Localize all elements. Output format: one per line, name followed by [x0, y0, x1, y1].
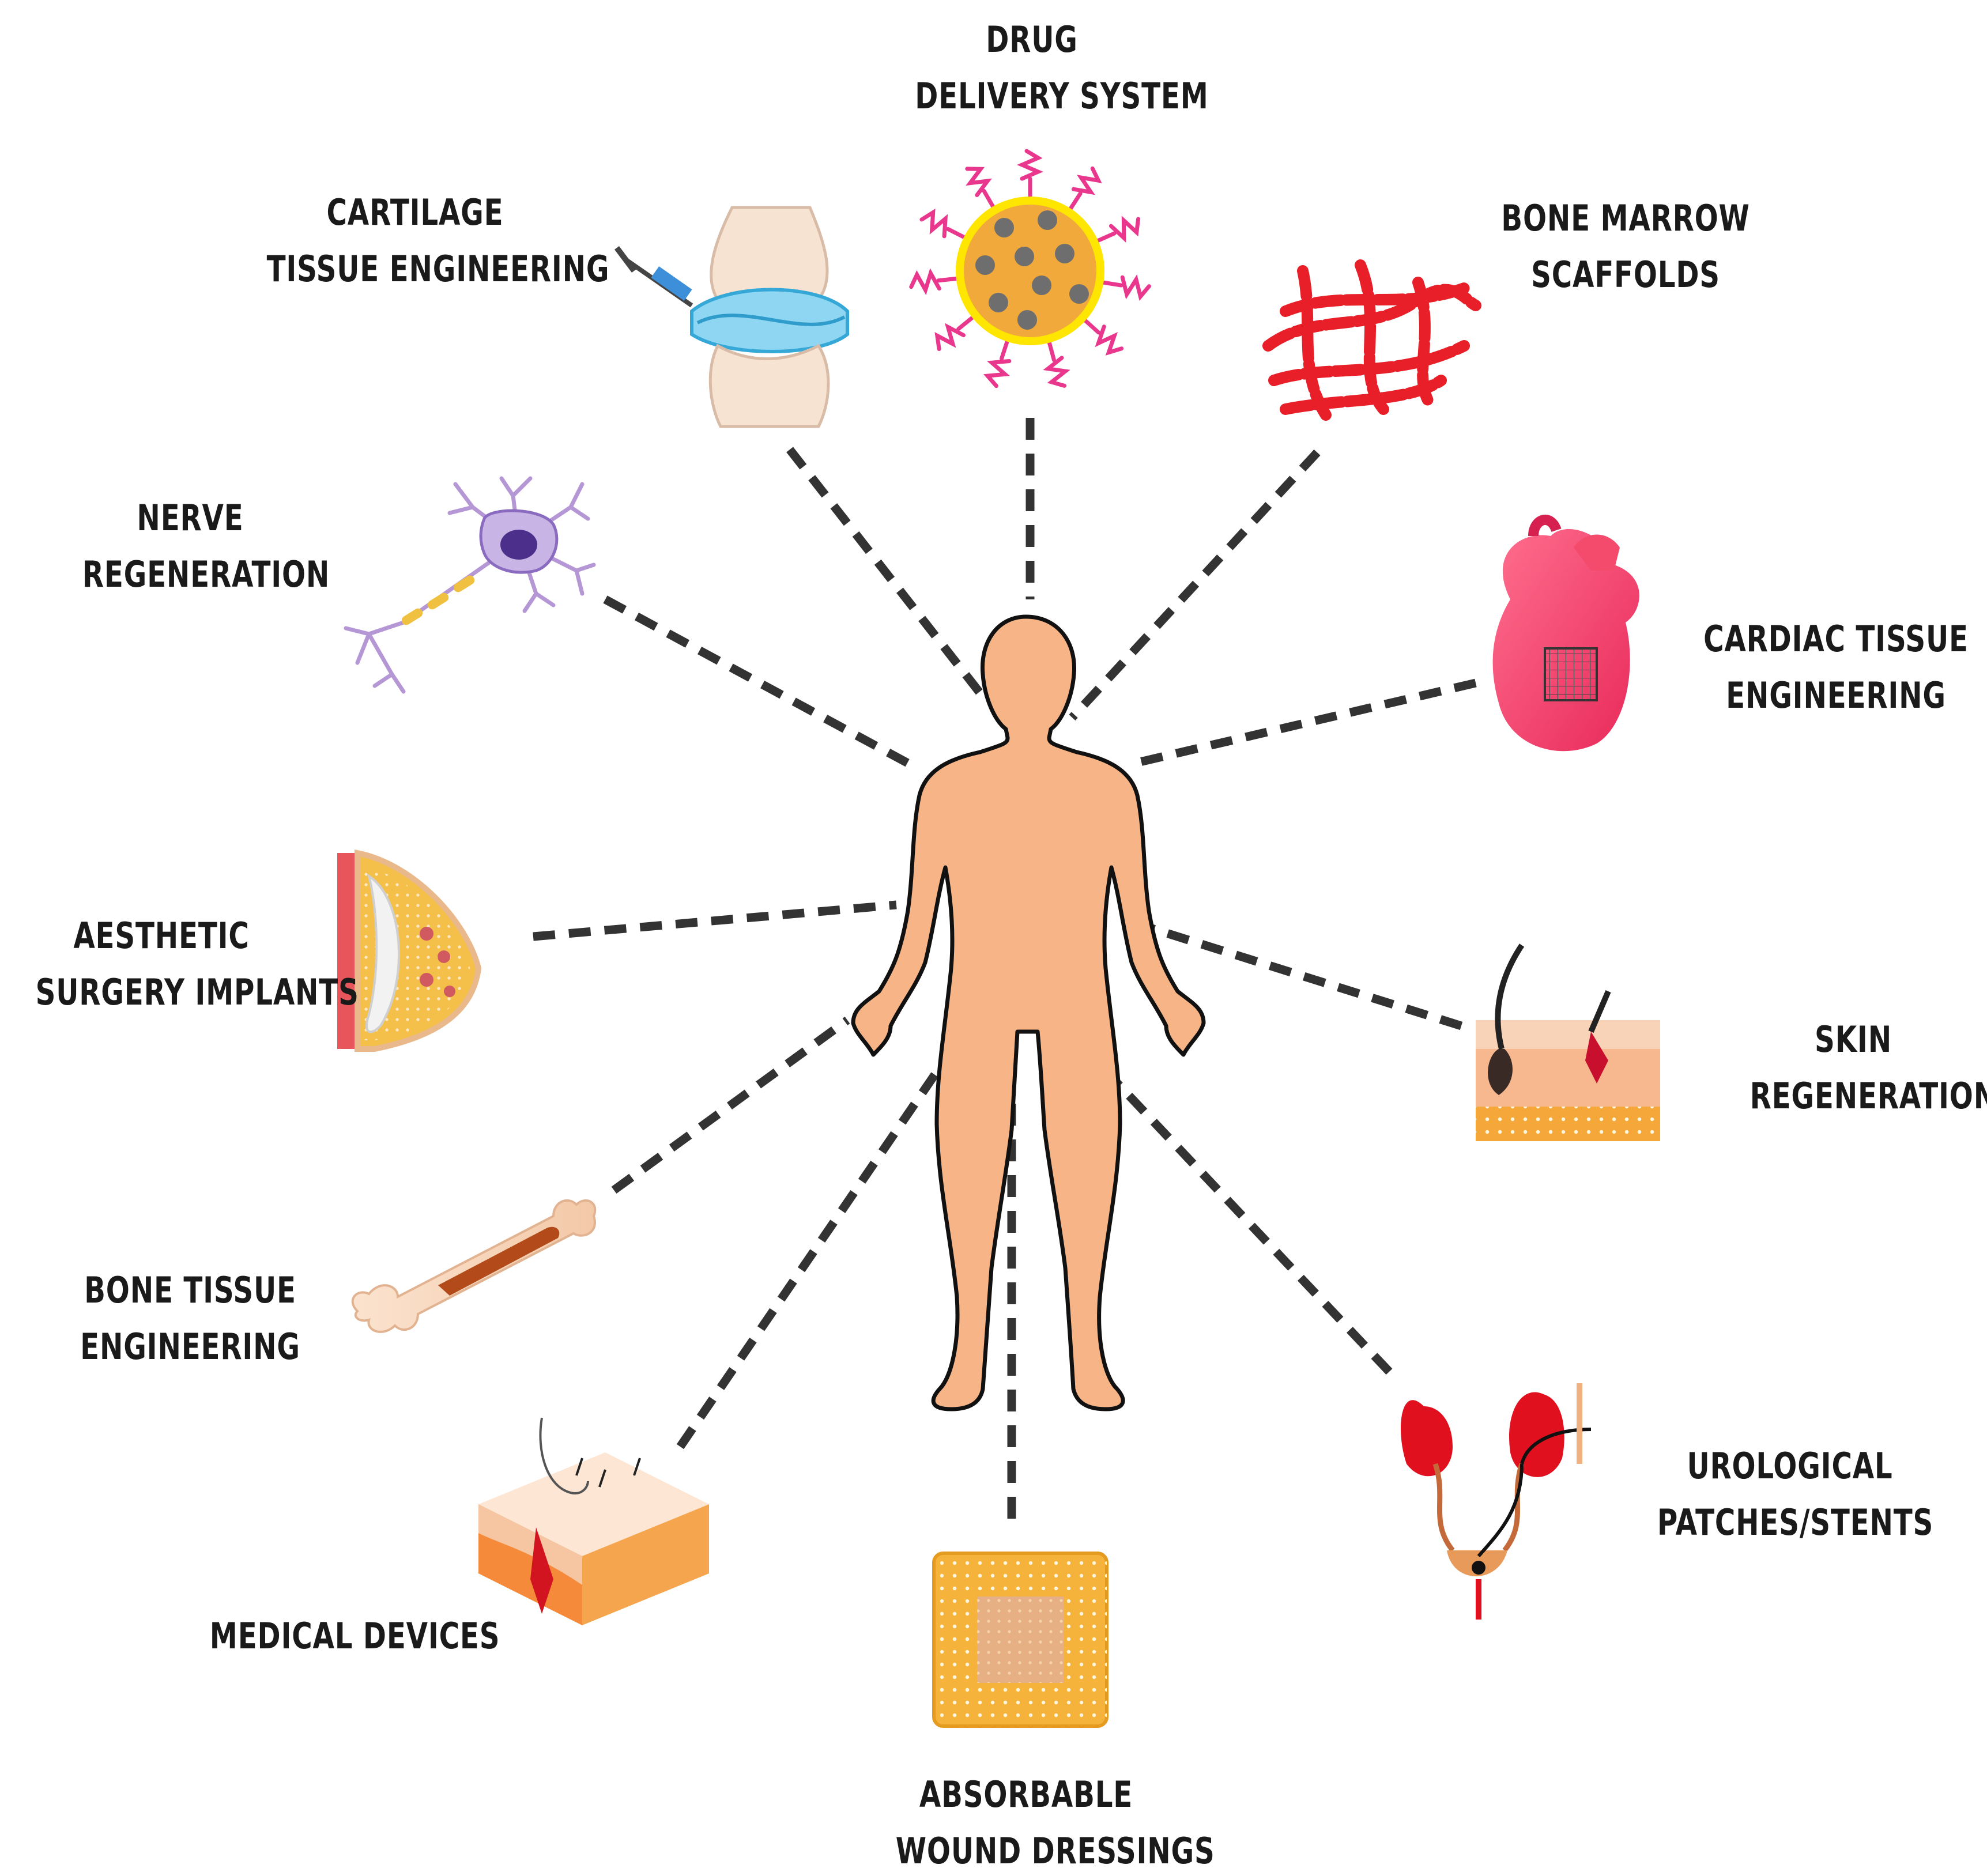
breast-implant-icon [337, 849, 482, 1052]
knee-joint-injection-icon [614, 206, 849, 428]
label-urological-patches-stents: UROLOGICAL PATCHES/STENTS [1657, 1438, 1934, 1551]
sutured-skin-icon [478, 1417, 709, 1625]
connector-medical-devices [676, 1060, 947, 1450]
label-bone-marrow-scaffolds: BONE MARROW SCAFFOLDS [1500, 190, 1752, 303]
heart-patch-icon [1492, 514, 1639, 752]
neuron-icon [344, 476, 596, 694]
drug-nanoparticle-icon [910, 149, 1150, 389]
label-line: SKIN [1815, 1018, 1892, 1060]
label-line: BONE MARROW [1501, 197, 1750, 239]
label-line: TISSUE ENGINEERING [266, 248, 610, 290]
label-line: CARDIAC TISSUE [1703, 618, 1969, 660]
label-drug-delivery-system: DRUG DELIVERY SYSTEM [915, 12, 1209, 124]
label-line: ENGINEERING [1726, 674, 1946, 716]
label-line: AESTHETIC [73, 915, 250, 957]
label-medical-devices: MEDICAL DEVICES [209, 1608, 500, 1664]
label-line: ABSORBABLE [919, 1773, 1133, 1815]
label-line: DRUG [986, 18, 1078, 61]
label-line: WOUND DRESSINGS [895, 1830, 1215, 1872]
connector-cardiac [1132, 678, 1477, 768]
connector-cartilage [786, 447, 989, 703]
label-line: SCAFFOLDS [1531, 254, 1720, 296]
label-line: REGENERATION [1750, 1075, 1987, 1117]
connector-urological [1103, 1069, 1393, 1375]
label-line: BONE TISSUE [84, 1269, 296, 1311]
connector-nerve [603, 595, 922, 773]
label-cartilage-tissue-engineering: CARTILAGE TISSUE ENGINEERING [266, 184, 610, 297]
wound-dressing-patch-icon [932, 1552, 1109, 1728]
connector-bone-tissue [611, 1016, 850, 1194]
label-nerve-regeneration: NERVE REGENERATION [82, 490, 330, 603]
skin-layers-icon [1476, 943, 1660, 1141]
label-line: MEDICAL DEVICES [209, 1615, 500, 1657]
fiber-scaffold-icon [1262, 259, 1481, 421]
label-line: DELIVERY SYSTEM [915, 75, 1209, 117]
human-body-silhouette-icon [851, 614, 1206, 1411]
label-bone-tissue-engineering: BONE TISSUE ENGINEERING [78, 1262, 303, 1375]
connector-skin [1148, 923, 1463, 1031]
label-skin-regeneration: SKIN REGENERATION [1750, 1011, 1987, 1124]
label-aesthetic-surgery-implants: AESTHETIC SURGERY IMPLANTS [35, 908, 359, 1021]
label-line: REGENERATION [82, 553, 330, 595]
label-line: SURGERY IMPLANTS [35, 971, 359, 1013]
connector-bone-marrow [1069, 449, 1321, 721]
label-line: ENGINEERING [80, 1326, 300, 1368]
label-cardiac-tissue-engineering: CARDIAC TISSUE ENGINEERING [1699, 611, 1973, 724]
connector-lines [533, 418, 1477, 1519]
label-absorbable-wound-dressings: ABSORBABLE WOUND DRESSINGS [895, 1766, 1215, 1876]
connector-aesthetic [533, 900, 897, 941]
urinary-system-stent-icon [1401, 1383, 1592, 1620]
label-line: PATCHES/STENTS [1657, 1501, 1934, 1543]
long-bone-icon [351, 1199, 597, 1333]
label-line: CARTILAGE [326, 191, 504, 233]
label-line: UROLOGICAL [1687, 1445, 1893, 1487]
label-line: NERVE [137, 497, 244, 539]
